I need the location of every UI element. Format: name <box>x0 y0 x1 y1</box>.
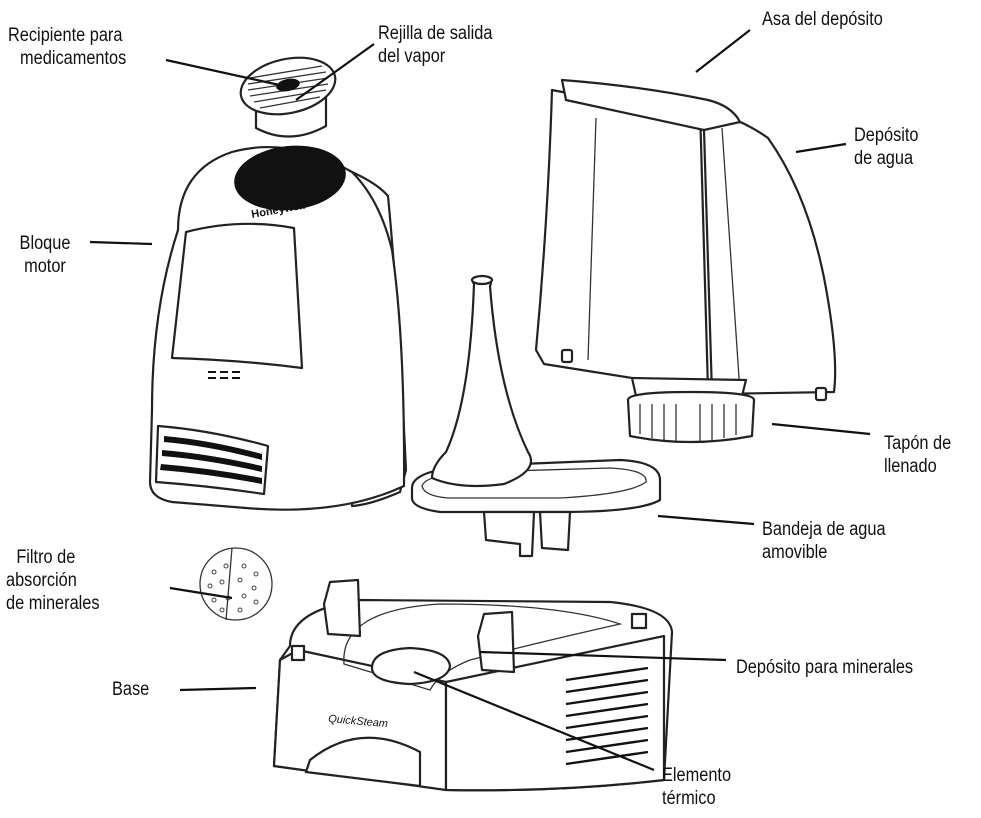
label-bloque-line-2: motor <box>24 256 66 277</box>
water-tank-part <box>534 78 837 402</box>
label-base: Base <box>112 678 149 701</box>
label-filtro-line-3: de minerales <box>6 593 100 614</box>
leader-bandeja <box>657 514 755 526</box>
label-deposito-minerales-line-1: Depósito para minerales <box>736 657 914 678</box>
label-rejilla-line-1: Rejilla de salida <box>378 23 493 44</box>
leader-rejilla <box>295 43 375 101</box>
label-filtro: Filtro de absorción de minerales <box>6 546 100 615</box>
label-bandeja: Bandeja de agua amovible <box>762 518 886 564</box>
label-deposito-agua: Depósito de agua <box>854 124 919 170</box>
leader-filtro <box>169 586 233 600</box>
mineral-filter-part <box>199 547 273 621</box>
label-bandeja-line-1: Bandeja de agua <box>762 519 886 540</box>
label-filtro-line-2: absorción <box>6 570 77 591</box>
label-elemento-line-2: térmico <box>662 788 716 809</box>
label-recipiente: Recipiente para medicamentos <box>8 24 126 70</box>
label-tapon: Tapón de llenado <box>884 432 951 478</box>
label-tapon-line-2: llenado <box>884 456 937 477</box>
label-asa-line-1: Asa del depósito <box>762 9 883 30</box>
label-deposito-agua-line-2: de agua <box>854 148 914 169</box>
leader-lines <box>89 29 871 772</box>
label-base-line-1: Base <box>112 679 150 700</box>
motor-block-part: Honeywell <box>148 145 408 511</box>
label-rejilla-line-2: del vapor <box>378 46 446 67</box>
medication-cup-part <box>239 56 337 138</box>
leader-deposito-minerales <box>479 650 727 662</box>
leader-deposito-agua <box>795 142 847 154</box>
label-rejilla: Rejilla de salida del vapor <box>378 22 492 68</box>
label-deposito-minerales: Depósito para minerales <box>736 656 913 679</box>
label-elemento-line-1: Elemento <box>662 765 732 786</box>
label-bloque-line-1: Bloque <box>19 233 71 254</box>
leader-elemento <box>413 670 655 772</box>
leader-bloque <box>89 240 153 246</box>
leader-recipiente <box>165 58 285 88</box>
leader-asa <box>695 29 751 73</box>
water-tray-part <box>410 274 662 558</box>
label-elemento: Elemento térmico <box>662 764 731 810</box>
label-bloque: Bloque motor <box>11 232 78 278</box>
base-part: QuickSteam <box>272 578 674 792</box>
label-filtro-line-1: Filtro de <box>16 547 76 568</box>
label-tapon-line-1: Tapón de <box>884 433 952 454</box>
base-logo: QuickSteam <box>328 713 389 730</box>
label-asa: Asa del depósito <box>762 8 883 31</box>
label-recipiente-line-1: Recipiente para <box>8 25 123 46</box>
label-recipiente-line-2: medicamentos <box>20 48 127 69</box>
label-deposito-agua-line-1: Depósito <box>854 125 919 146</box>
leader-base <box>179 686 257 692</box>
fill-cap-part <box>626 376 756 444</box>
label-bandeja-line-2: amovible <box>762 542 828 563</box>
leader-tapon <box>771 422 871 436</box>
